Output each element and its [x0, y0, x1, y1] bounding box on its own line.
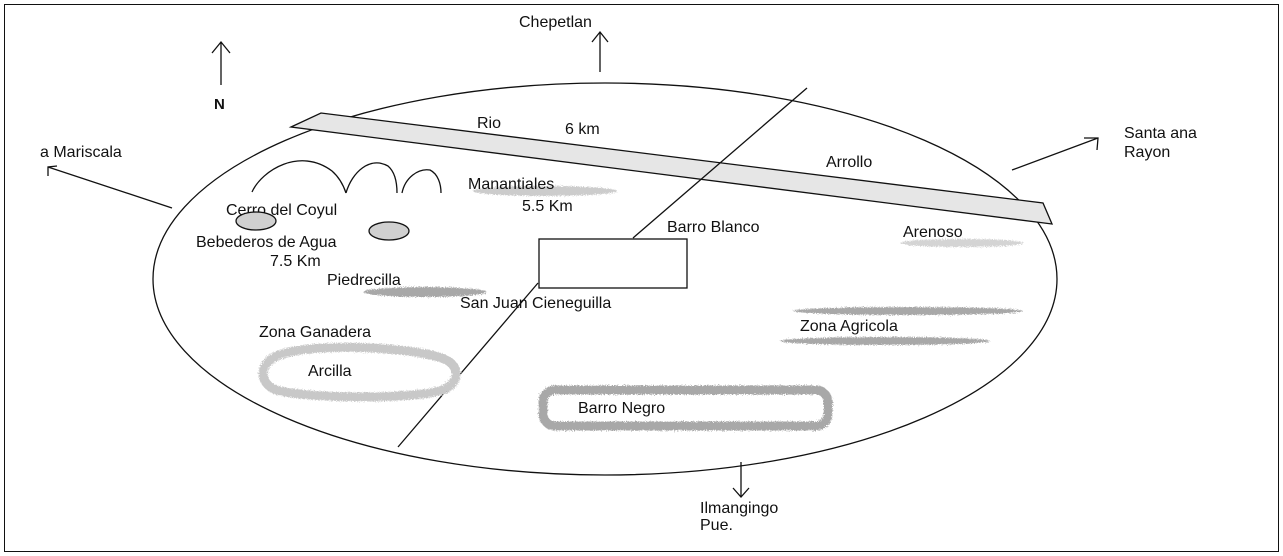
town-square: [538, 238, 688, 289]
white-clay-label: Barro Blanco: [667, 219, 760, 236]
north-label: N: [214, 96, 225, 113]
mariscala-arrow-icon: [47, 165, 173, 209]
agricultural-texture-lower: [780, 337, 990, 345]
santa-ana-label: Santa ana: [1124, 125, 1197, 142]
springs-label: Manantiales: [468, 176, 554, 193]
black-clay-outline: [538, 385, 833, 431]
agricultural-texture-upper: [793, 307, 1023, 315]
town-label: San Juan Cieneguilla: [460, 295, 611, 312]
road-upper: [632, 87, 808, 239]
chepetlan-arrow-icon: [591, 30, 609, 72]
river-distance-label: 6 km: [565, 121, 600, 138]
gravel-label: Piedrecilla: [327, 272, 401, 289]
north-arrow-icon: [211, 40, 231, 85]
hills-icon: [251, 160, 442, 194]
mariscala-label: a Mariscala: [40, 144, 122, 161]
clay-outline: [258, 342, 461, 402]
troughs-distance-label: 7.5 Km: [270, 253, 321, 270]
ilmangingo-label: Ilmangingo: [700, 500, 778, 517]
pue-label: Pue.: [700, 517, 733, 534]
water-trough-icon: [368, 221, 410, 241]
chepetlan-label: Chepetlan: [519, 14, 592, 31]
clay-label: Arcilla: [308, 363, 352, 380]
black-clay-label: Barro Negro: [578, 400, 665, 417]
livestock-label: Zona Ganadera: [259, 324, 371, 341]
santa-ana-arrow-icon: [1011, 137, 1099, 171]
water-trough-icon: [235, 211, 277, 231]
ilmangingo-arrow-icon: [732, 462, 750, 498]
water-troughs-label: Bebederos de Agua: [196, 234, 337, 251]
gravel-texture: [363, 287, 487, 297]
springs-texture: [473, 186, 617, 196]
river-band: [288, 112, 1054, 225]
rayon-label: Rayon: [1124, 144, 1170, 161]
territory-circle: [152, 82, 1058, 476]
springs-distance-label: 5.5 Km: [522, 198, 573, 215]
stream-label: Arrollo: [826, 154, 872, 171]
river-label: Rio: [477, 115, 501, 132]
sandy-label: Arenoso: [903, 224, 963, 241]
agricultural-label: Zona Agricola: [800, 318, 898, 335]
road-lower: [397, 282, 539, 448]
sandy-texture: [900, 239, 1024, 247]
